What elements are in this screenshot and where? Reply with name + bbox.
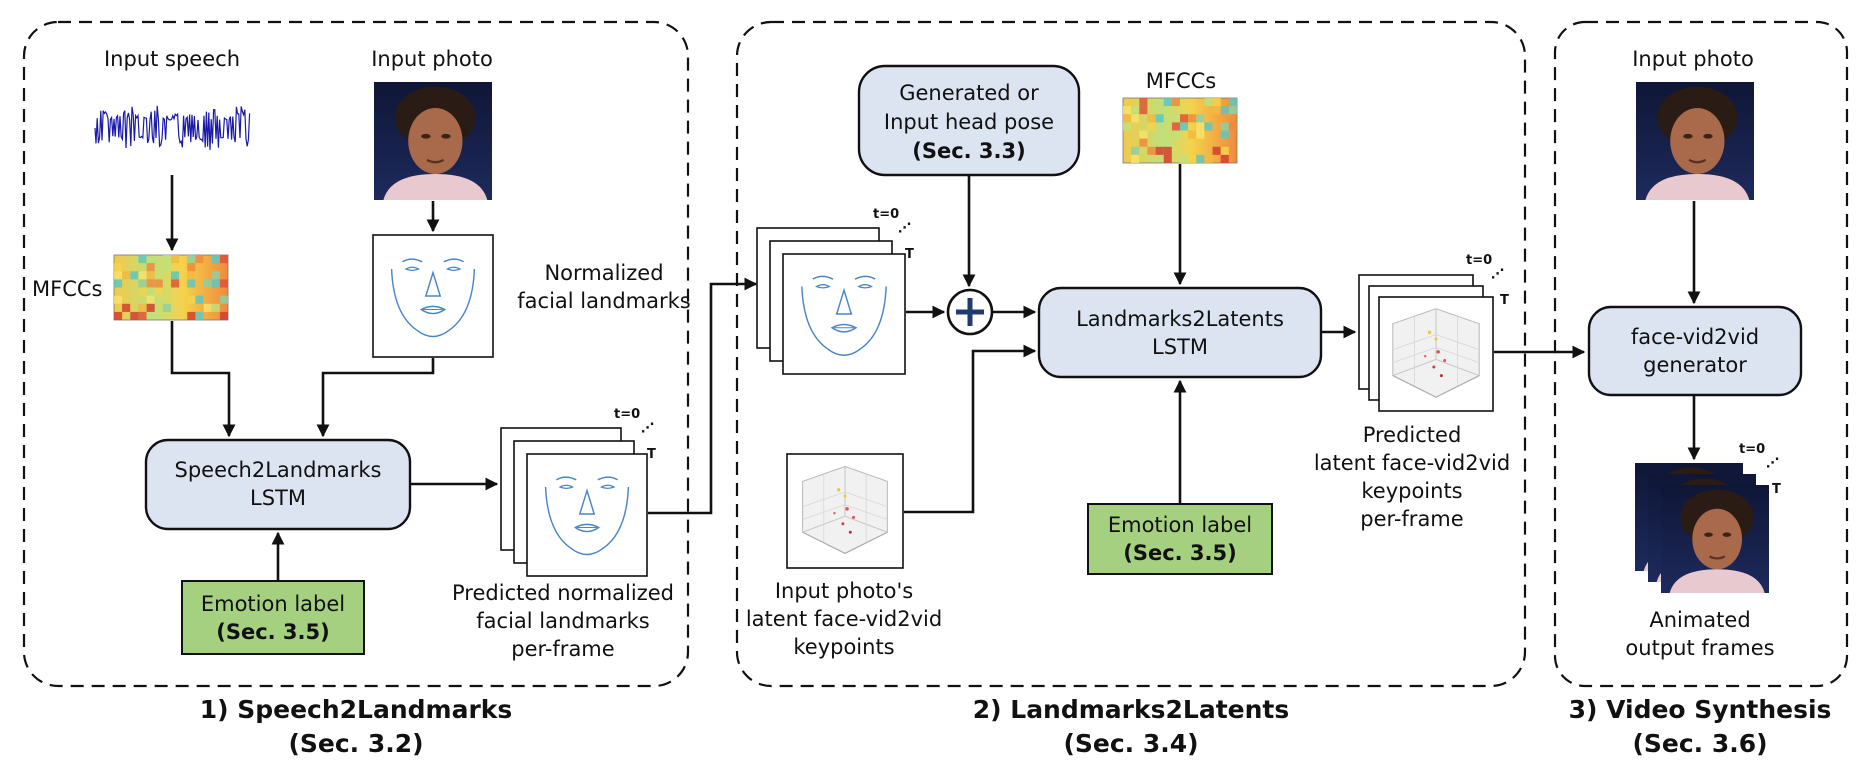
frame-ellipsis-3: ⋰ — [1491, 267, 1504, 282]
predicted-landmarks-label-2: facial landmarks — [476, 609, 649, 633]
section-caption-1-ref: (Sec. 3.2) — [288, 729, 423, 758]
landmarks2latents-node: Landmarks2Latents LSTM — [1037, 286, 1323, 379]
input-photo-2 — [1634, 82, 1756, 200]
section-caption-2: 2) Landmarks2Latents — [973, 695, 1290, 724]
edge-predicted-to-stage2 — [648, 277, 758, 515]
concat-plus-operator — [946, 288, 994, 336]
section-box-landmarks2latents — [735, 20, 1527, 688]
section-caption-2-ref: (Sec. 3.4) — [1063, 729, 1198, 758]
frame-index-end-2: T — [905, 247, 914, 262]
generator-subtitle: generator — [1643, 353, 1747, 377]
section-caption-3: 3) Video Synthesis — [1569, 695, 1832, 724]
frame-index-end-3: T — [1500, 293, 1509, 308]
landmarks-input-stack — [756, 227, 906, 375]
head-pose-node: Generated or Input head pose (Sec. 3.3) — [857, 64, 1081, 177]
animated-output-label-2: output frames — [1625, 636, 1774, 660]
mfccs-label-2: MFCCs — [1146, 69, 1216, 93]
head-pose-line-2: Input head pose — [884, 110, 1054, 134]
edge-keypoints-to-landmarks2latents — [904, 344, 1037, 514]
speech-waveform — [93, 102, 251, 154]
speech2landmarks-node: Speech2Landmarks LSTM — [144, 438, 412, 531]
input-photo-label-1: Input photo — [371, 47, 493, 71]
emotion-label-node-2: Emotion label (Sec. 3.5) — [1087, 503, 1273, 575]
frame-ellipsis-4: ⋰ — [1766, 456, 1779, 471]
frame-index-start-1: t=0 — [614, 407, 640, 422]
normalized-landmarks-label-2: facial landmarks — [517, 289, 690, 313]
face-vid2vid-generator-node: face-vid2vid generator — [1587, 305, 1803, 397]
input-photo-1 — [373, 82, 493, 200]
animated-output-stack — [1633, 463, 1771, 593]
mfcc-spectrogram-2 — [1122, 97, 1238, 164]
section-caption-3-ref: (Sec. 3.6) — [1632, 729, 1767, 758]
frame-index-end-1: T — [647, 447, 656, 462]
input-keypoints-label: Input photo's — [775, 579, 913, 603]
frame-index-end-4: T — [1772, 482, 1781, 497]
section-box-speech2landmarks — [22, 20, 690, 688]
frame-index-start-2: t=0 — [873, 207, 899, 222]
frame-index-start-3: t=0 — [1466, 253, 1492, 268]
emotion-label-node-1: Emotion label (Sec. 3.5) — [181, 580, 365, 655]
speech2landmarks-title: Speech2Landmarks — [175, 458, 382, 482]
section-box-video-synthesis — [1553, 20, 1849, 688]
normalized-landmarks-label: Normalized — [544, 261, 663, 285]
predicted-keypoints-label-3: keypoints — [1361, 479, 1462, 503]
speech2landmarks-subtitle: LSTM — [250, 486, 306, 510]
emotion-label-2-title: Emotion label — [1108, 513, 1252, 537]
input-photo-label-2: Input photo — [1632, 47, 1754, 71]
emotion-label-1-ref: (Sec. 3.5) — [216, 620, 330, 644]
frame-ellipsis-2: ⋰ — [898, 221, 911, 236]
input-speech-label: Input speech — [104, 47, 240, 71]
input-keypoints-label-2: latent face-vid2vid — [746, 607, 942, 631]
predicted-keypoints-label-2: latent face-vid2vid — [1314, 451, 1510, 475]
generator-title: face-vid2vid — [1631, 325, 1759, 349]
input-keypoints-plot — [786, 453, 904, 569]
normalized-landmarks-frame — [372, 234, 494, 358]
predicted-keypoints-stack — [1358, 274, 1494, 412]
animated-output-label: Animated — [1649, 608, 1750, 632]
head-pose-ref: (Sec. 3.3) — [912, 139, 1026, 163]
input-keypoints-label-3: keypoints — [793, 635, 894, 659]
section-caption-1: 1) Speech2Landmarks — [200, 695, 513, 724]
emotion-label-2-ref: (Sec. 3.5) — [1123, 541, 1237, 565]
predicted-landmarks-label-3: per-frame — [511, 637, 614, 661]
predicted-keypoints-label: Predicted — [1363, 423, 1462, 447]
mfcc-spectrogram-1 — [113, 254, 229, 321]
landmarks2latents-subtitle: LSTM — [1152, 335, 1208, 359]
mfccs-label-1: MFCCs — [32, 277, 102, 301]
predicted-landmarks-stack — [500, 427, 648, 577]
predicted-landmarks-label: Predicted normalized — [452, 581, 674, 605]
edge-landmarks-to-speech2landmarks — [316, 358, 435, 438]
head-pose-line-1: Generated or — [899, 81, 1039, 105]
predicted-keypoints-label-4: per-frame — [1360, 507, 1463, 531]
landmarks2latents-title: Landmarks2Latents — [1076, 307, 1284, 331]
frame-ellipsis-1: ⋰ — [641, 421, 654, 436]
edge-mfcc-to-speech2landmarks — [170, 321, 236, 438]
frame-index-start-4: t=0 — [1739, 442, 1765, 457]
emotion-label-1-title: Emotion label — [201, 592, 345, 616]
